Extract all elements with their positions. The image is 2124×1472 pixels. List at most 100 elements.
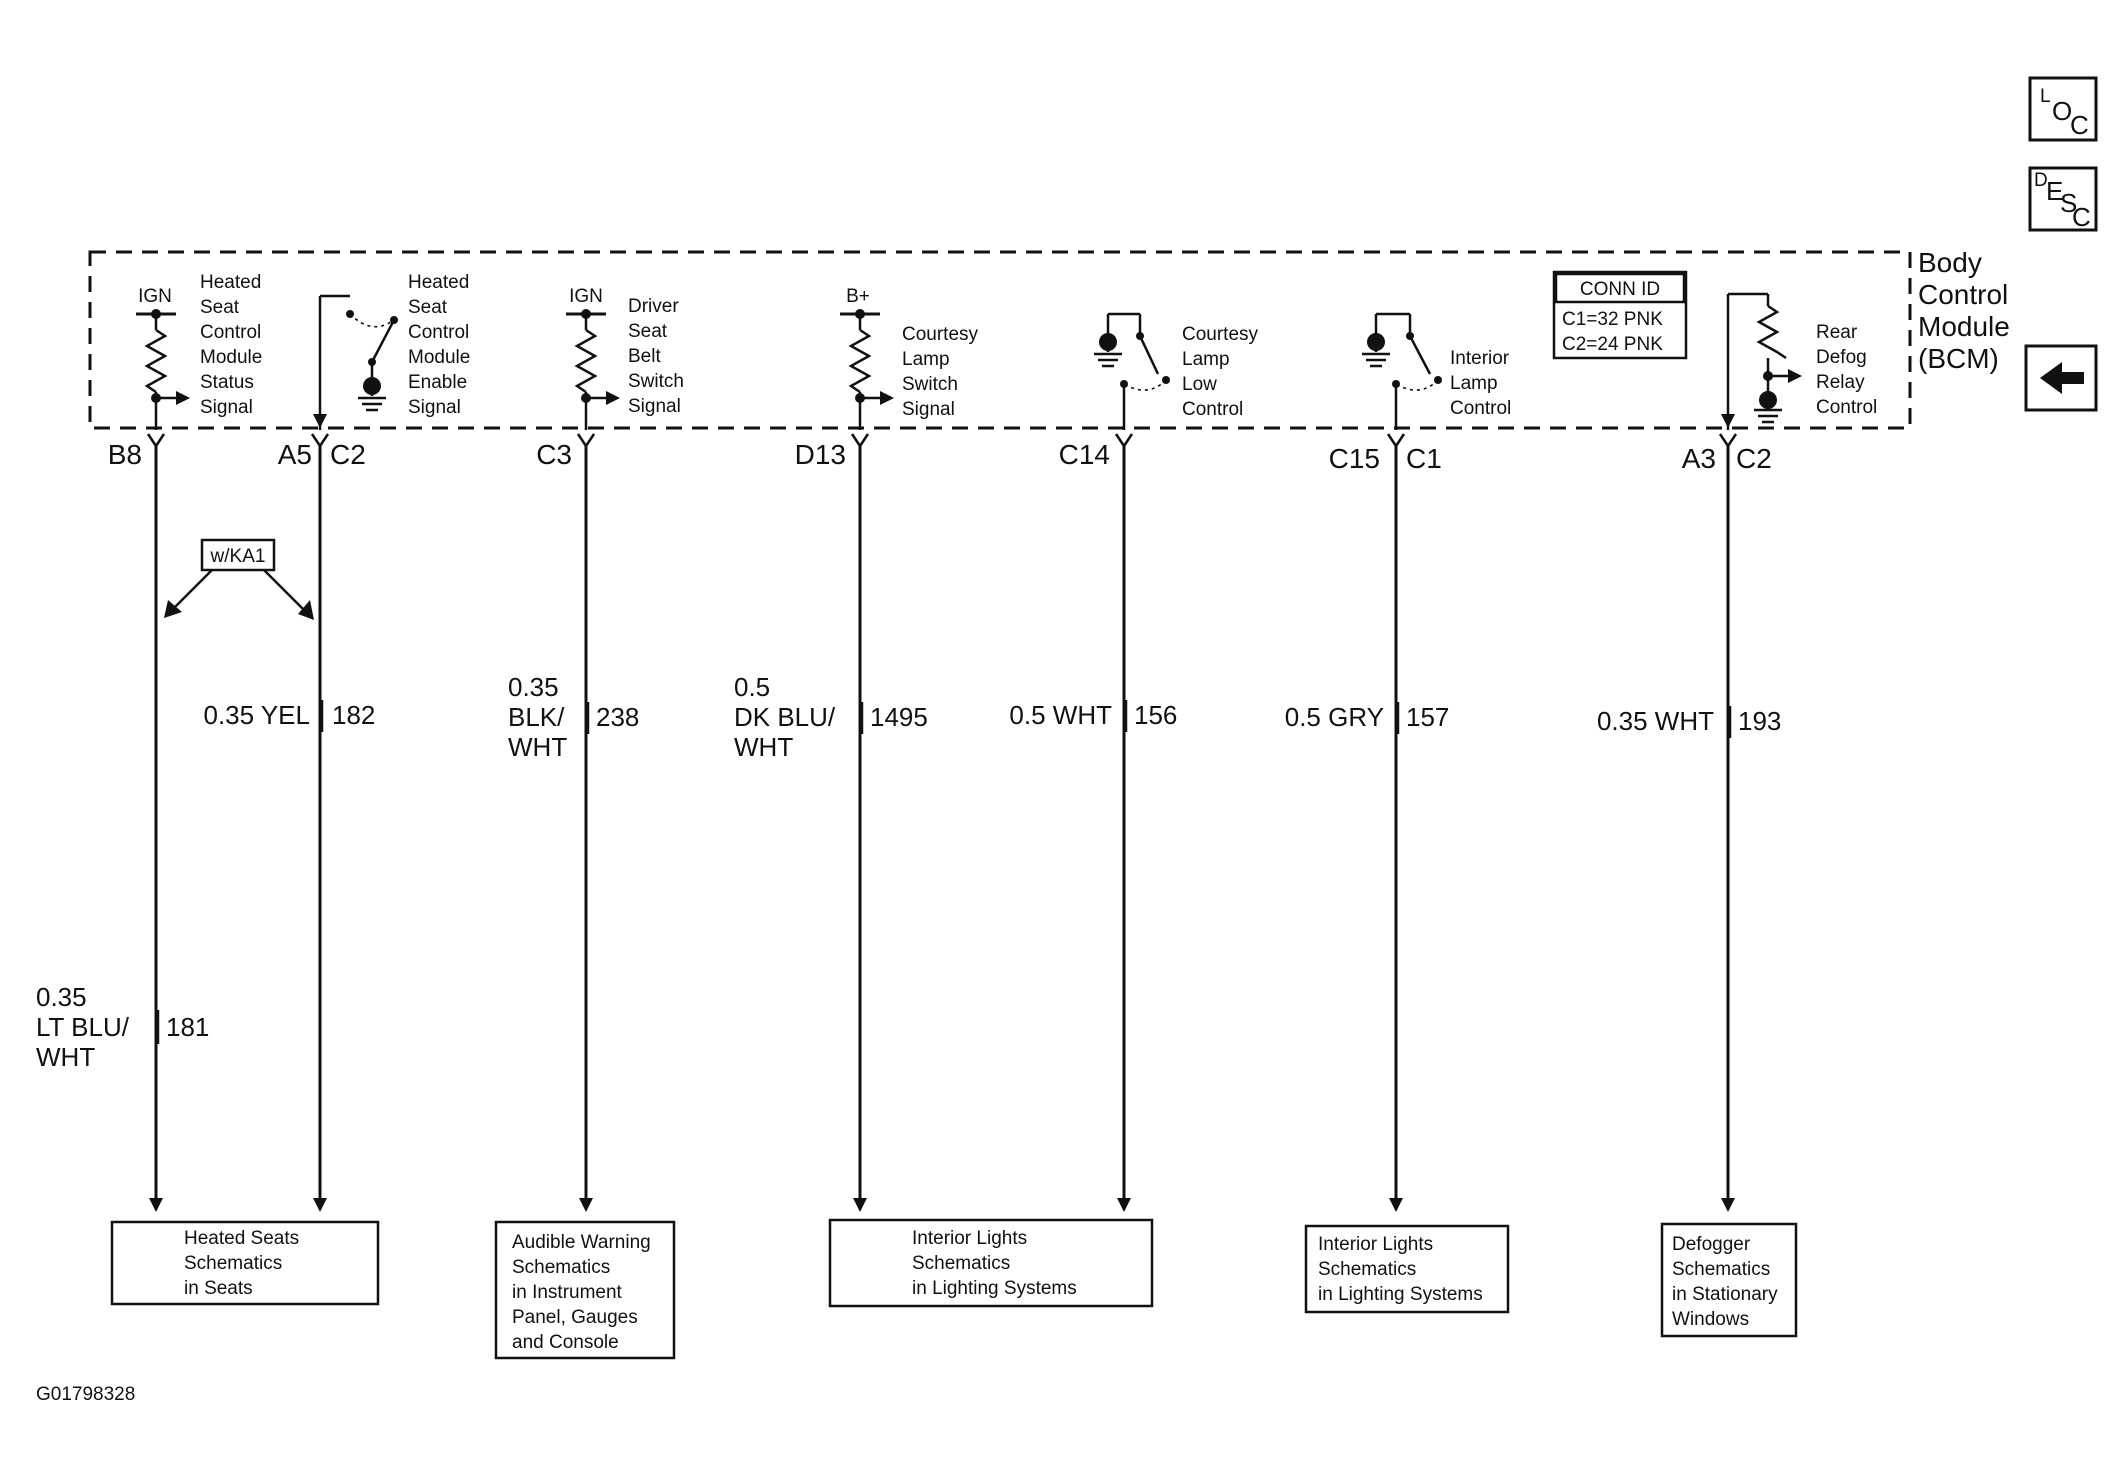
dest-line: in Stationary: [1672, 1284, 1778, 1305]
arrow-right-icon: [1788, 369, 1802, 383]
circuit-number: 182: [332, 700, 375, 730]
option-tag-ka1: w/KA1: [164, 538, 314, 620]
connector-pin-icon: [310, 433, 330, 449]
pin-label: B8: [108, 439, 142, 470]
arrow-down-left-icon: [164, 600, 182, 618]
dest-interior-lights-2[interactable]: Interior Lights Schematics in Lighting S…: [1304, 1224, 1510, 1314]
circuit-label-line: Courtesy: [1182, 324, 1259, 345]
pin-label: C2: [330, 439, 366, 470]
ign-source-label: IGN: [569, 286, 603, 307]
desc-letter-2: E: [2046, 176, 2063, 206]
circuit-label-line: Belt: [628, 346, 661, 367]
dest-line: Schematics: [912, 1253, 1010, 1274]
dest-defogger[interactable]: Defogger Schematics in Stationary Window…: [1660, 1222, 1798, 1338]
arrow-right-icon: [880, 391, 894, 405]
dest-interior-lights-1[interactable]: Interior Lights Schematics in Lighting S…: [828, 1218, 1154, 1308]
dest-line: Defogger: [1672, 1234, 1751, 1255]
arrow-down-right-icon: [298, 600, 314, 620]
wire-spec-line: WHT: [734, 732, 793, 762]
circuit-heated-seat-enable: Heated Seat Control Module Enable Signal…: [203, 272, 470, 1212]
circuit-label-line: Signal: [902, 399, 955, 420]
pin-label: A3: [1682, 443, 1716, 474]
wire-spec-line: 0.5: [734, 672, 770, 702]
bcm-module-boundary: [88, 250, 1912, 430]
pullup-resistor-icon: [848, 328, 872, 394]
connector-pin-icon: [146, 433, 166, 449]
connector-pin-icon: [1718, 433, 1738, 449]
dest-line: Schematics: [1318, 1259, 1416, 1280]
dest-line: Windows: [1672, 1309, 1749, 1330]
circuit-label-line: Relay: [1816, 372, 1865, 393]
circuit-label-line: Driver: [628, 296, 679, 317]
circuit-label-line: Module: [200, 347, 262, 368]
back-arrow-button[interactable]: [2024, 344, 2098, 412]
circuit-label-line: Lamp: [1450, 373, 1498, 394]
conn-id-title: CONN ID: [1580, 279, 1660, 300]
circuit-label-line: Seat: [408, 297, 448, 318]
pin-label: C1: [1406, 443, 1442, 474]
pullup-resistor-icon: [144, 328, 168, 394]
conn-id-line-1: C1=32 PNK: [1562, 309, 1663, 330]
wire-spec-line: 0.5 WHT: [1009, 700, 1112, 730]
wire-spec-line: 0.35 YEL: [203, 700, 310, 730]
dest-line: Heated Seats: [184, 1228, 299, 1249]
circuit-heated-seat-status: IGN Heated Seat Control Module Status Si…: [36, 272, 262, 1212]
circuit-label-line: Module: [408, 347, 470, 368]
circuit-number: 238: [596, 702, 639, 732]
module-title-line-3: Module: [1918, 311, 2010, 342]
pullup-resistor-icon: [574, 328, 598, 394]
arrow-right-icon: [176, 391, 190, 405]
circuit-label-line: Signal: [628, 396, 681, 417]
circuit-label-line: Heated: [200, 272, 261, 293]
circuit-number: 1495: [870, 702, 928, 732]
circuit-label-line: Control: [408, 322, 469, 343]
dest-line: Audible Warning: [512, 1232, 651, 1253]
loc-letter-2: O: [2052, 96, 2072, 126]
desc-button[interactable]: D E S C: [2028, 166, 2098, 232]
module-title-line-2: Control: [1918, 279, 2008, 310]
circuit-interior-lamp: Interior Lamp Control C15 C1 0.5 GRY 157: [1285, 312, 1511, 1212]
circuit-label-line: Rear: [1816, 322, 1858, 343]
figure-id: G01798328: [36, 1384, 135, 1405]
desc-letter-4: C: [2072, 202, 2091, 232]
circuit-number: 157: [1406, 702, 1449, 732]
module-title-line-1: Body: [1918, 247, 1982, 278]
circuit-number: 156: [1134, 700, 1177, 730]
dest-line: Schematics: [512, 1257, 610, 1278]
pin-label: A5: [278, 439, 312, 470]
circuit-driver-seat-belt: IGN Driver Seat Belt Switch Signal C3 0.…: [508, 286, 684, 1212]
dest-line: Interior Lights: [912, 1228, 1027, 1249]
circuit-label-line: Switch: [902, 374, 958, 395]
battery-source-label: B+: [846, 286, 870, 307]
circuit-label-line: Status: [200, 372, 254, 393]
loc-letter-1: L: [2040, 86, 2051, 107]
pin-label: C15: [1329, 443, 1380, 474]
desc-letter-3: S: [2060, 188, 2077, 218]
wire-spec-line: DK BLU/: [734, 702, 836, 732]
ground-icon: [1759, 391, 1777, 409]
circuit-courtesy-lamp-switch: B+ Courtesy Lamp Switch Signal D13 0.5 D…: [734, 286, 979, 1212]
loc-button[interactable]: L O C: [2028, 76, 2098, 142]
circuit-label-line: Courtesy: [902, 324, 979, 345]
wire-spec-line: 0.5 GRY: [1285, 702, 1384, 732]
wire-spec-line: WHT: [508, 732, 567, 762]
circuit-label-line: Low: [1182, 374, 1217, 395]
pin-label: C2: [1736, 443, 1772, 474]
dest-line: and Console: [512, 1332, 619, 1353]
circuit-label-line: Control: [1182, 399, 1243, 420]
circuit-label-line: Lamp: [902, 349, 950, 370]
dest-heated-seats[interactable]: Heated Seats Schematics in Seats: [110, 1220, 380, 1306]
desc-letter-1: D: [2034, 170, 2048, 191]
loc-letter-3: C: [2070, 110, 2089, 140]
connector-pin-icon: [1386, 433, 1406, 449]
connector-pin-icon: [850, 433, 870, 449]
module-title-line-4: (BCM): [1918, 343, 1999, 374]
dest-line: Schematics: [184, 1253, 282, 1274]
wire-spec-line: LT BLU/: [36, 1012, 130, 1042]
option-tag-label: w/KA1: [210, 546, 266, 567]
dest-line: in Lighting Systems: [912, 1278, 1077, 1299]
pin-label: C14: [1059, 439, 1110, 470]
circuit-label-line: Interior: [1450, 348, 1510, 369]
dest-audible-warning[interactable]: Audible Warning Schematics in Instrument…: [494, 1220, 676, 1360]
circuit-label-line: Defog: [1816, 347, 1867, 368]
